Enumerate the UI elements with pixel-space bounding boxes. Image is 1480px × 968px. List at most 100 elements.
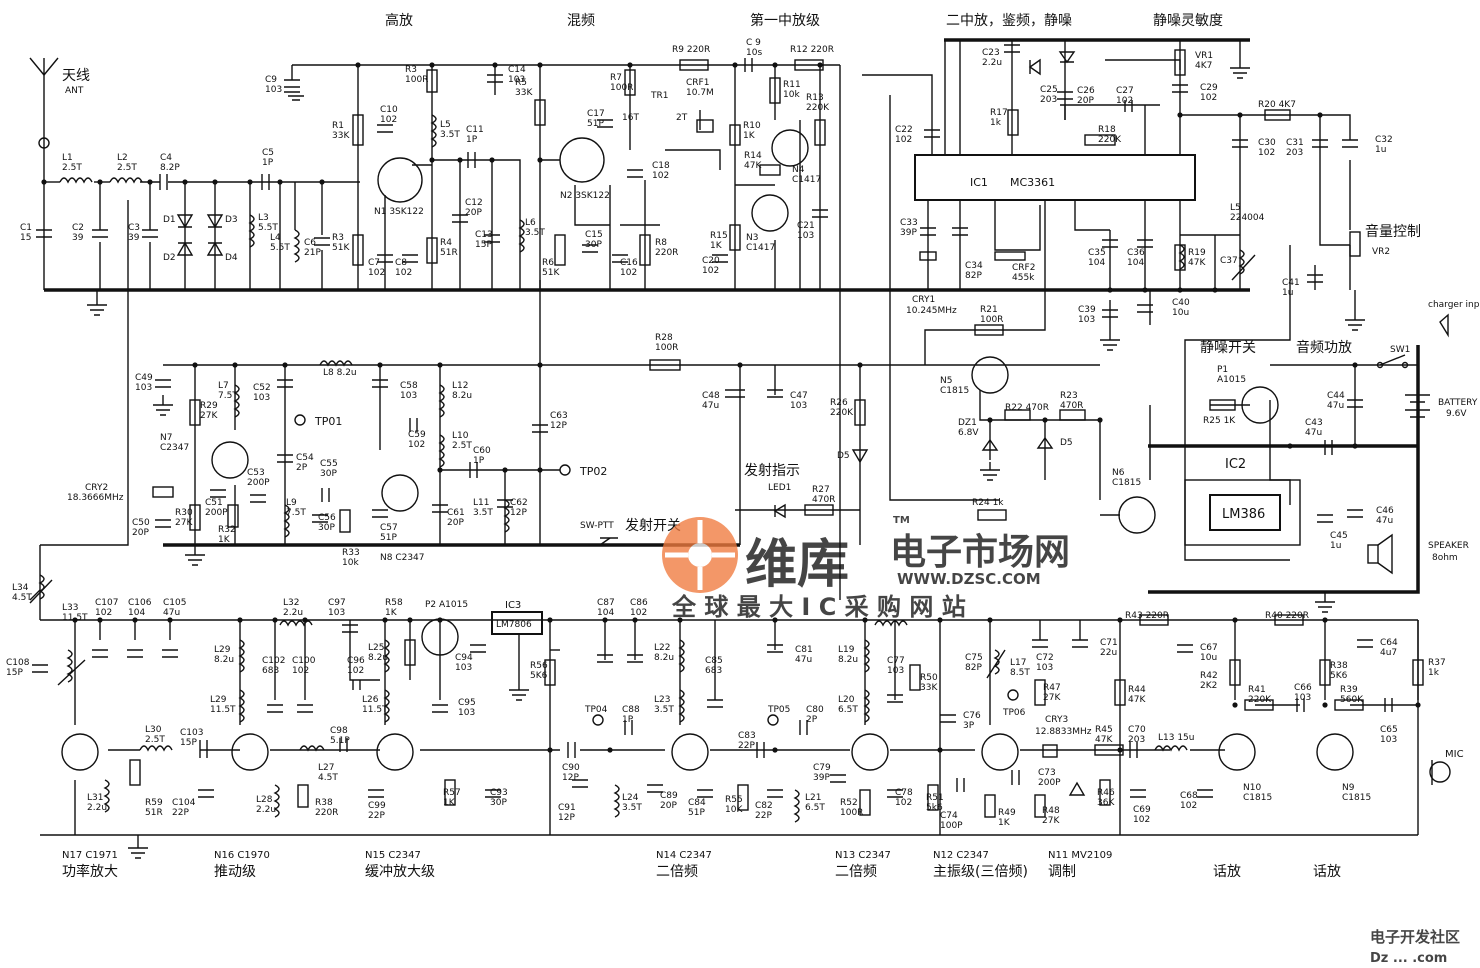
junction-dot — [632, 617, 638, 623]
junction-dot — [1107, 287, 1113, 293]
junction-dot — [537, 362, 543, 368]
junction-dot — [772, 62, 778, 68]
mic-label: MIC — [1445, 749, 1464, 760]
label-r9: R9 220R — [672, 45, 710, 55]
junction-dot — [97, 617, 103, 623]
junction-dot — [272, 617, 278, 623]
audio-amp: 音频功放 — [1296, 339, 1352, 356]
junction-dot — [1117, 617, 1123, 623]
tx-switch: 发射开关 — [625, 518, 681, 534]
junction-dots — [41, 62, 1421, 753]
title-rf-amp: 高放 — [385, 12, 413, 29]
watermark-site-cn: 电子市场网 — [890, 532, 1070, 573]
junction-dot — [772, 747, 778, 753]
junction-dot — [247, 179, 253, 185]
sw-ptt-label: SW-PTT — [580, 521, 614, 531]
junction-dot — [429, 62, 435, 68]
squelch-switch: 静噪开关 — [1200, 340, 1256, 356]
junction-dot — [817, 62, 823, 68]
junction-dot — [1352, 362, 1358, 368]
stage-name: 缓冲放大级 — [365, 864, 435, 880]
stage-name: 二倍频 — [656, 864, 698, 880]
label-t2: 2T — [676, 113, 688, 123]
stage-ref: N11 MV2109 — [1048, 850, 1112, 861]
title-if1: 第一中放级 — [750, 12, 820, 29]
ic2-part: LM386 — [1222, 507, 1265, 522]
junction-dot — [1142, 287, 1148, 293]
junction-dot — [1232, 702, 1238, 708]
junction-dot — [147, 179, 153, 185]
vr2-label: VR2 — [1372, 247, 1390, 257]
junction-dot — [1117, 747, 1123, 753]
cry2-label: CRY2 — [85, 483, 108, 493]
watermark-url: WWW.DZSC.COM — [897, 570, 1041, 588]
junction-dot — [937, 747, 943, 753]
test-points: TP01 TP02 TP04 TP05 TP06 — [314, 415, 1026, 718]
label-r22: R22 470R — [1005, 403, 1049, 413]
stage-name: 二倍频 — [835, 864, 877, 880]
junction-dot — [732, 62, 738, 68]
cry3-freq: 12.8833MHz — [1035, 727, 1092, 737]
junction-dot — [437, 362, 443, 368]
ic3-ref: IC3 — [505, 600, 521, 611]
title-if2: 二中放，鉴频，静噪 — [946, 13, 1072, 29]
